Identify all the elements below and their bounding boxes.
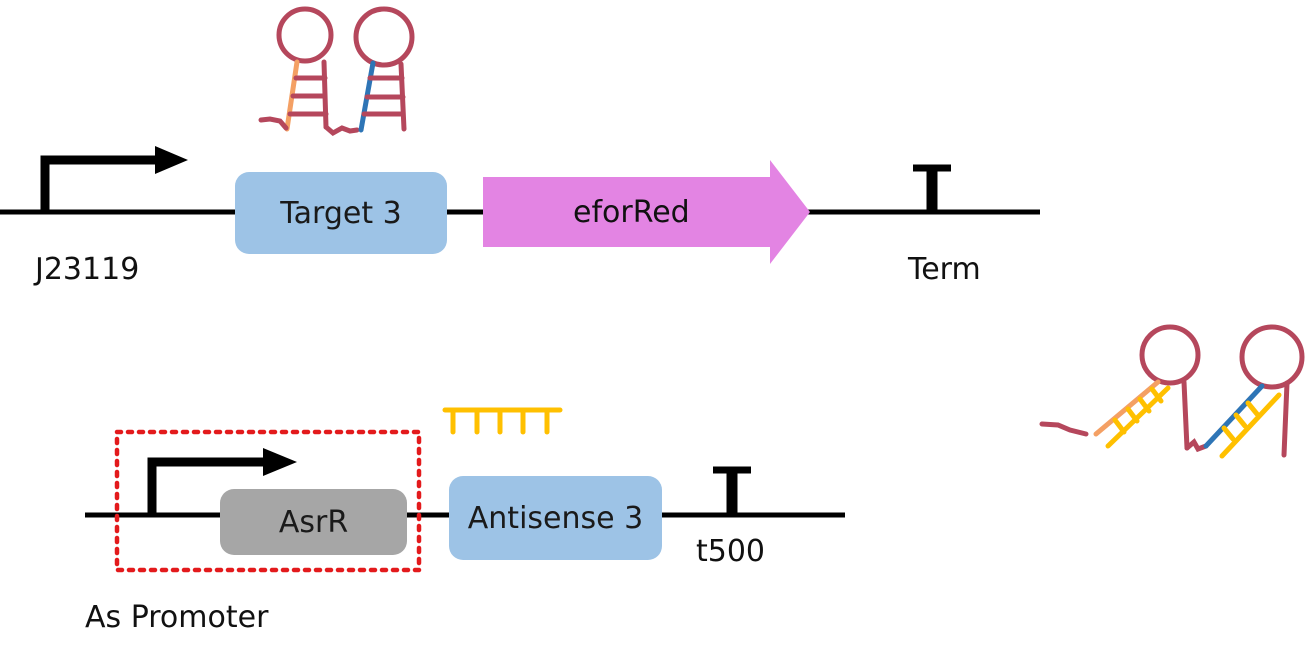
antisense-rna-icon — [442, 407, 563, 435]
asrr-box: AsrR — [220, 489, 407, 555]
promoter-arrow-icon — [40, 146, 188, 212]
rna-duplex-complex-icon — [1039, 324, 1305, 459]
t500-label: t500 — [696, 534, 766, 569]
eforred-label: eforRed — [573, 195, 690, 230]
target-rna-hairpin-icon — [258, 6, 415, 137]
j23119-label: J23119 — [35, 252, 140, 287]
asrr-label: AsrR — [278, 504, 349, 540]
as-promoter-label: As Promoter — [85, 600, 269, 635]
eforred-gene-arrow — [483, 160, 810, 264]
target-3-box: Target 3 — [235, 172, 447, 254]
promoter-arrow-icon — [147, 448, 297, 515]
antisense-3-box: Antisense 3 — [449, 476, 662, 560]
target-3-label: Target 3 — [280, 195, 402, 231]
antisense-3-label: Antisense 3 — [467, 500, 644, 536]
terminator-icon — [913, 164, 951, 212]
terminator-icon — [713, 466, 751, 515]
term-label: Term — [908, 252, 981, 287]
construct-2 — [85, 407, 845, 573]
construct-1 — [0, 6, 1040, 264]
